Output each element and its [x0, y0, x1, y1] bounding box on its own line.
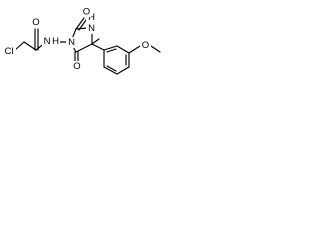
atom-label-amide-nitrogen: N — [44, 36, 51, 47]
atom-background — [72, 61, 82, 72]
atom-background — [86, 13, 97, 23]
atom-background — [51, 36, 60, 47]
bond-ch2-carbonyl — [23, 41, 37, 51]
atom-label-ring-oxygen-lower: O — [73, 61, 80, 72]
bond-cl-ch2 — [14, 41, 25, 51]
atom-label-carbonyl-oxygen: O — [32, 17, 39, 28]
atom-label-ring-nitrogen-3: N — [88, 23, 95, 34]
bond-c4-methyl — [91, 38, 100, 45]
chemical-structure-diagram: Cl O N H N N H O O O — [2, 7, 161, 75]
atom-label-chlorine: Cl — [5, 46, 14, 57]
bond-ph-methoxy-o — [128, 45, 141, 54]
atom-background — [140, 40, 151, 51]
atom-label-amide-hydrogen: H — [52, 36, 59, 47]
bond-ph-2-3 — [116, 45, 130, 54]
bond-c2-n3 — [75, 27, 88, 30]
atom-background — [2, 46, 16, 57]
bond-ph-inner-a — [106, 48, 117, 53]
atom-label-ring-oxygen-upper: O — [83, 7, 90, 18]
bond-c2-oxygen-a — [75, 17, 85, 30]
bond-c4-phenyl — [91, 43, 105, 51]
atom-background — [82, 7, 91, 17]
bond-methoxy-o-ch3 — [150, 45, 161, 53]
atom-label-ring-nitrogen-3-hydrogen: H — [88, 12, 95, 23]
atom-background — [31, 17, 41, 28]
bond-ph-inner-c — [106, 65, 117, 72]
atom-background — [42, 36, 52, 47]
bond-c4-c5 — [75, 43, 93, 53]
atom-label-ring-nitrogen-1: N — [68, 37, 75, 48]
bond-c2-oxygen-b — [78, 19, 87, 31]
bond-ph-1-2 — [103, 45, 118, 51]
atom-label-methoxy-oxygen: O — [142, 40, 149, 51]
atom-background — [86, 23, 97, 34]
bond-ph-4-5 — [116, 66, 130, 75]
atom-background — [66, 37, 77, 48]
bond-ph-5-6 — [103, 66, 118, 75]
